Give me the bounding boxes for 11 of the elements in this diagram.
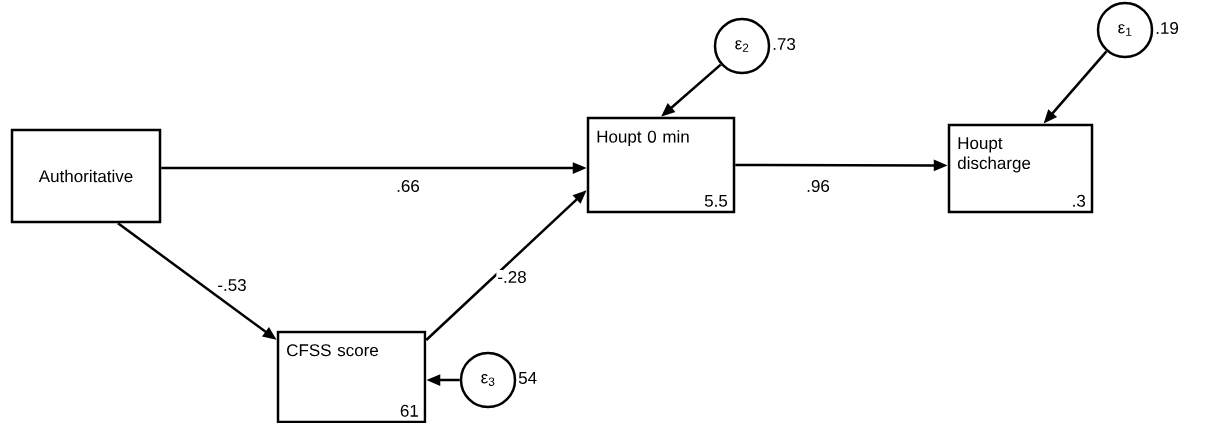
path-coefficient: -.28 (496, 270, 528, 284)
variance-label: .73 (773, 38, 796, 50)
variance-label: 54 (518, 372, 537, 384)
variable-box: Authoritative (10, 128, 162, 224)
path-coefficient: .66 (395, 179, 421, 193)
variance-label: .19 (1156, 22, 1179, 34)
variable-box: CFSS score 61 (276, 330, 427, 423)
variable-box: Houpt discharge .3 (947, 123, 1094, 214)
variable-box: Houpt 0 min 5.5 (586, 116, 736, 214)
path-coefficient: -.53 (216, 278, 248, 292)
path-coefficient: .96 (805, 179, 831, 193)
